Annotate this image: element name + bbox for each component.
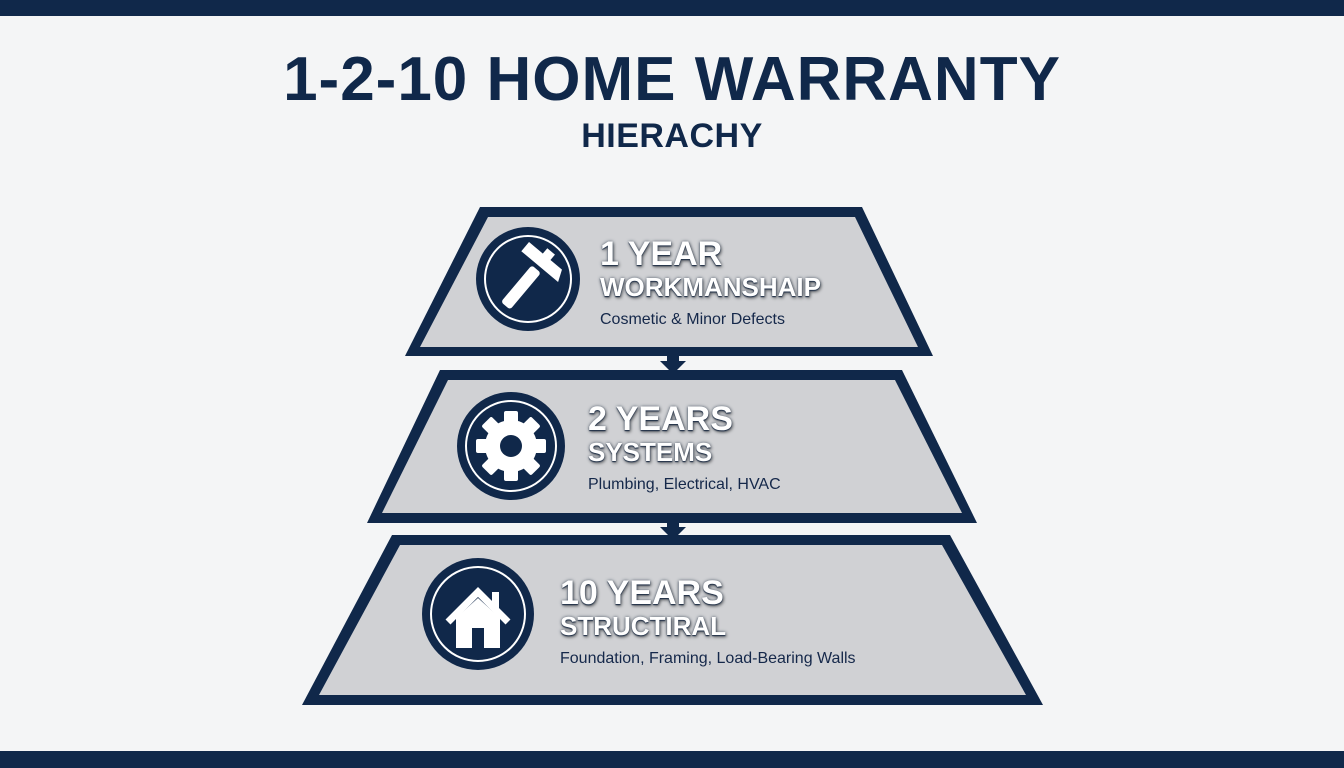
page-title: 1-2-10 HOME WARRANTY	[283, 45, 1061, 114]
tier-3-name: STRUCTIRAL	[560, 611, 727, 641]
tier-3-text: 10 YEARS STRUCTIRAL Foundation, Framing,…	[560, 575, 856, 669]
tier-1-name: WORKMANSHAIP	[600, 272, 821, 302]
hammer-icon	[476, 227, 580, 331]
tier-2-text: 2 YEARS SYSTEMS Plumbing, Electrical, HV…	[588, 401, 781, 495]
house-icon	[422, 558, 534, 670]
tier-2-description: Plumbing, Electrical, HVAC	[588, 476, 781, 493]
page-subtitle: HIERACHY	[581, 117, 763, 155]
tier-1-text: 1 YEAR WORKMANSHAIP Cosmetic & Minor Def…	[600, 236, 821, 330]
connector-arrow-1	[660, 354, 686, 374]
tier-3-years: 10 YEARS	[560, 574, 724, 612]
tier-2-name: SYSTEMS	[588, 437, 713, 467]
connector-arrow-2	[660, 520, 686, 540]
tier-1-description: Cosmetic & Minor Defects	[600, 311, 785, 328]
tier-3-description: Foundation, Framing, Load-Bearing Walls	[560, 650, 856, 667]
tier-1-years: 1 YEAR	[600, 235, 723, 273]
tier-2-years: 2 YEARS	[588, 400, 733, 438]
bottom-band	[0, 751, 1344, 768]
top-band	[0, 0, 1344, 16]
gear-icon	[457, 392, 565, 500]
